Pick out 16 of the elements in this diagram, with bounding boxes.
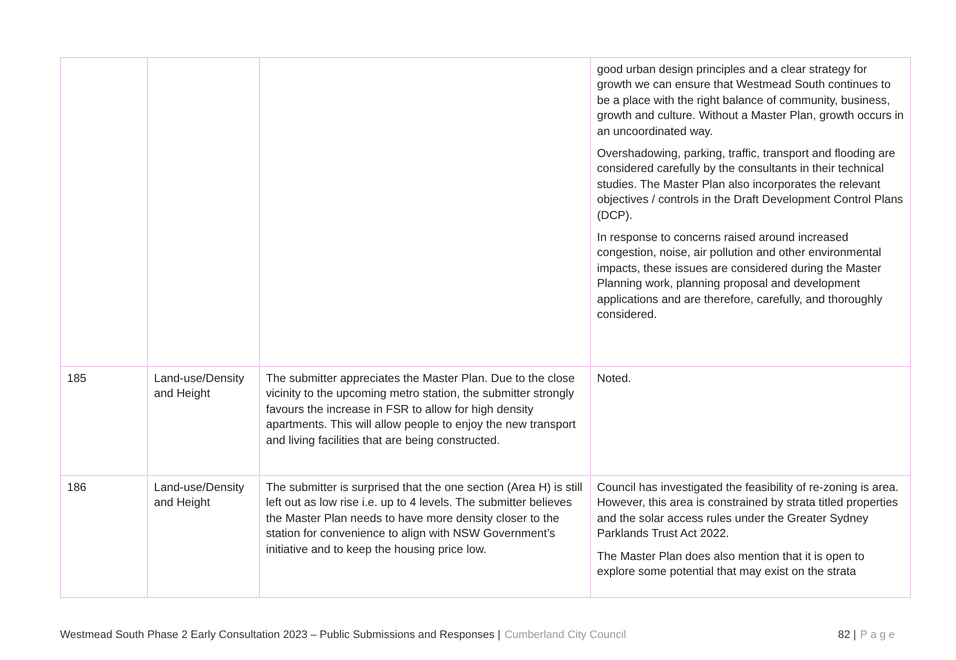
footer-text: Westmead South Phase 2 Early Consultation 2023 – Public Submissions and Responses |: [60, 629, 500, 641]
response-text: Council has investigated the feasibility of re-zoning is area. However, this area is constrained by strata titled properties and the solar access rules under the Greater Sydney Parklands Trust Act 2022.: [597, 480, 900, 542]
page-number: 82 |: [838, 629, 856, 641]
submission-text: The submitter appreciates the Master Plan. Due to the close vicinity to the upcoming metro station, the submitter strongly favours the increase in FSR to allow for high density apartments. This will allow people to enjoy the new transport and living facilities that are being constructed.: [266, 371, 577, 448]
response-text: Noted.: [597, 371, 632, 386]
submission-text: The submitter is surprised that the one section (Area H) is still left out as low rise i.e. up to 4 levels. The submitter believes the Master Plan needs to have more density closer to the station for convenience to align with NSW Government’s initiative and to keep the housing price low.: [266, 480, 584, 558]
response-text: In response to concerns raised around increased congestion, noise, air pollution and other environmental impacts, these issues are considered during the Master Planning work, planning proposal and development applications and are therefore, carefully, and thoroughly considered.: [597, 230, 884, 322]
page-label: Page: [860, 629, 898, 641]
topic-text: Land-use/Density and Height: [154, 480, 246, 511]
footer-organisation: Cumberland City Council: [504, 629, 626, 641]
row-number: 185: [67, 371, 88, 386]
topic-text: Land-use/Density and Height: [154, 371, 246, 402]
response-text: Overshadowing, parking, traffic, transport and flooding are considered carefully by the consultants in their technical studies. The Master Plan also incorporates the relevant objectives / controls in the Draft Development Control Plans (DCP).: [597, 146, 904, 224]
response-text: The Master Plan does also mention that it is open to explore some potential that may exist on the strata: [597, 548, 866, 580]
response-text: good urban design principles and a clear strategy for growth we can ensure that Westmead South continues to be a place with the right balance of community, business, growth and culture. Without a Master Plan, growth occurs in an uncoordinated way.: [597, 62, 904, 140]
row-number: 186: [67, 480, 88, 496]
